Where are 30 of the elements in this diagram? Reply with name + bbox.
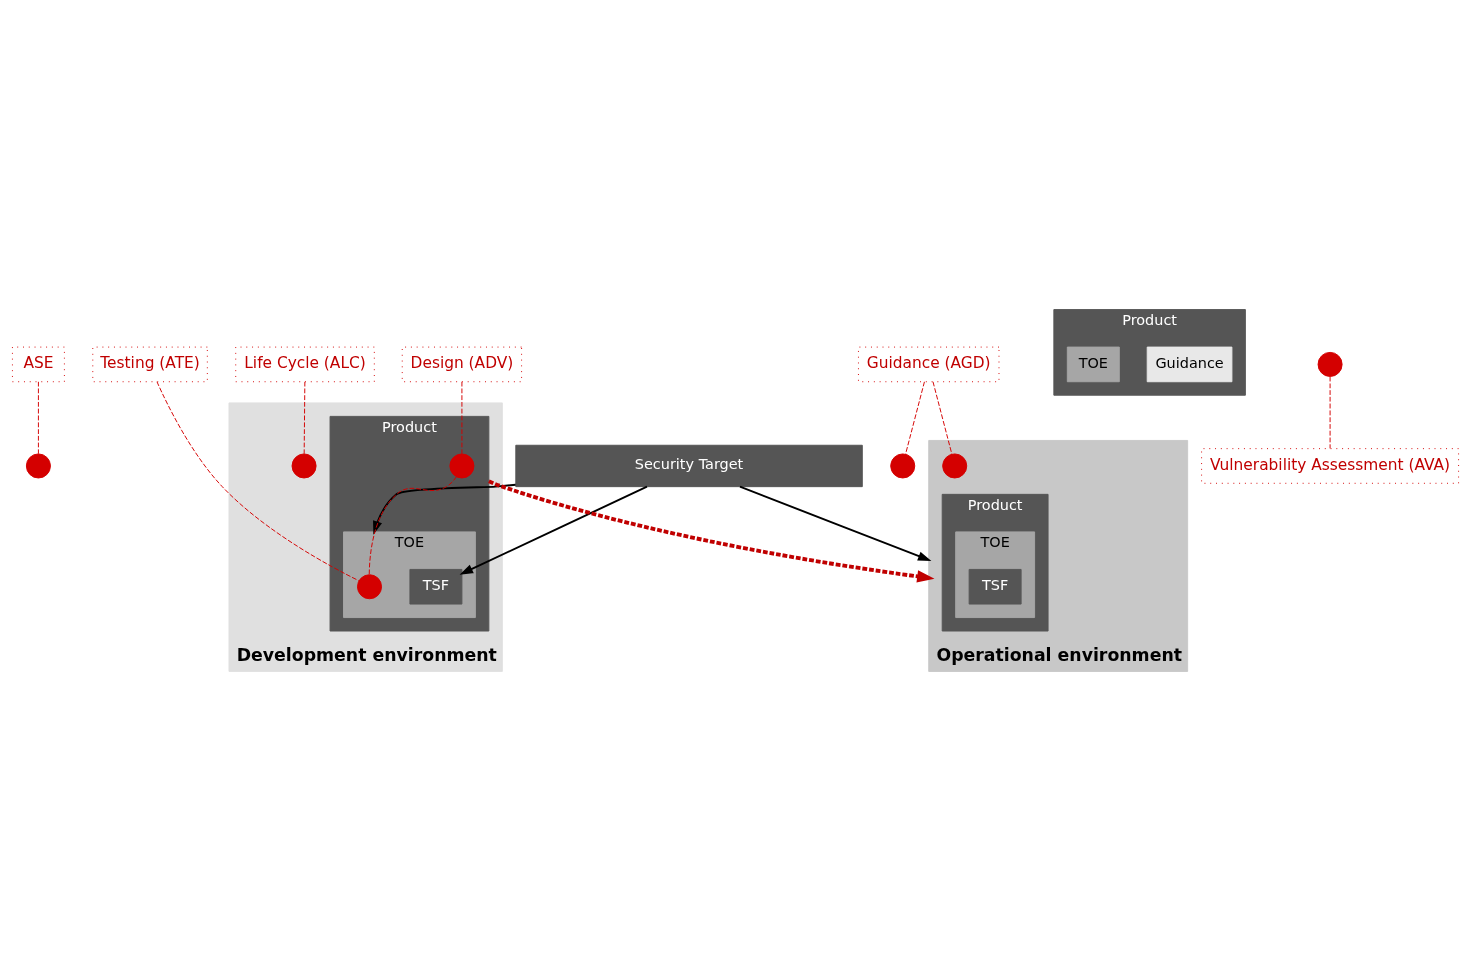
node-box: TSF	[968, 568, 1022, 605]
node-circle	[449, 452, 475, 478]
arrow	[373, 483, 517, 535]
node-circle	[357, 573, 383, 599]
connector	[368, 475, 457, 575]
node-box: TSF	[409, 568, 463, 605]
node-circle	[1317, 351, 1343, 377]
connector	[932, 380, 953, 455]
node-box: ASE	[11, 346, 65, 382]
node-box: Testing (ATE)	[92, 346, 208, 382]
node-box: Life Cycle (ALC)	[235, 346, 375, 382]
connector	[303, 380, 306, 454]
connector	[905, 380, 925, 455]
node-circle	[890, 452, 916, 478]
node-circle	[942, 452, 968, 478]
node-box: TOE	[1066, 346, 1120, 382]
node-box: Guidance	[1146, 346, 1233, 382]
connector	[461, 380, 463, 454]
connector	[37, 380, 39, 454]
node-box: Guidance (AGD)	[858, 346, 1000, 382]
node-box: Vulnerability Assessment (AVA)	[1201, 447, 1460, 484]
arrow	[488, 478, 935, 582]
connector	[1329, 375, 1331, 449]
arrow	[459, 485, 648, 575]
node-box: Design (ADV)	[401, 346, 523, 382]
node-box: Security Target	[515, 444, 863, 487]
node-circle	[291, 452, 317, 478]
node-circle	[25, 452, 51, 478]
connector	[156, 380, 360, 581]
arrow	[739, 485, 932, 561]
